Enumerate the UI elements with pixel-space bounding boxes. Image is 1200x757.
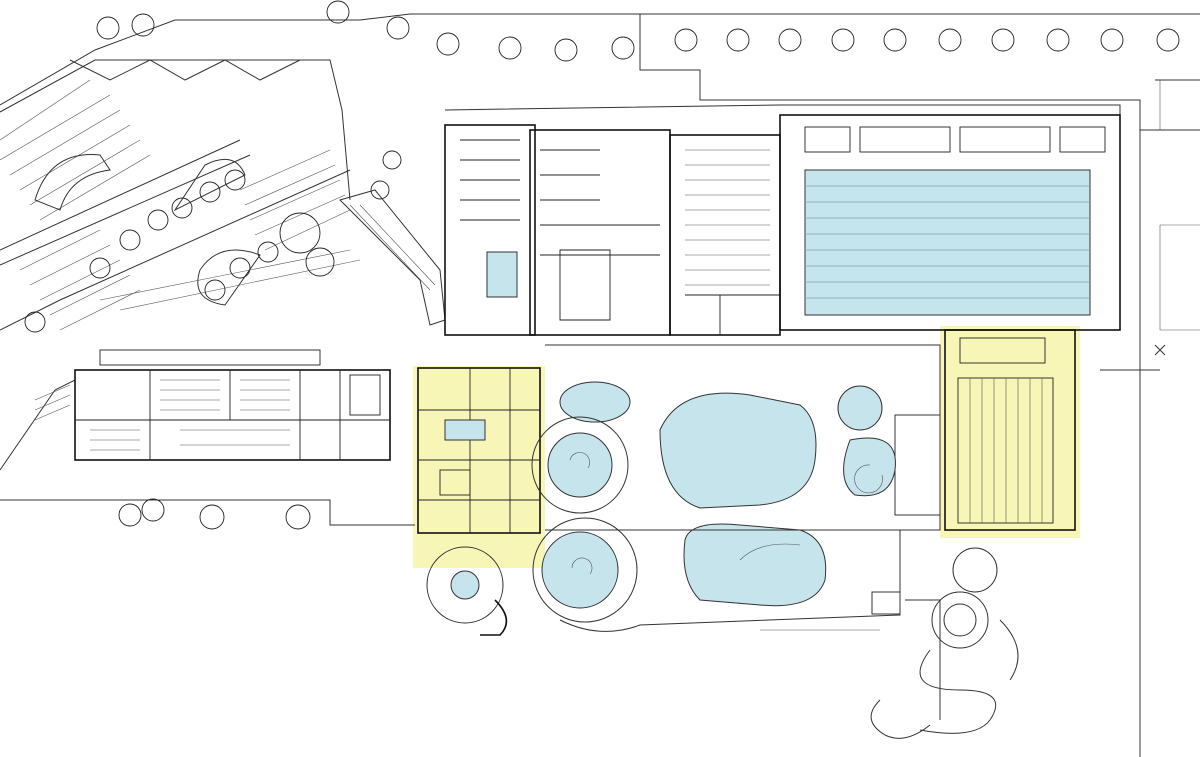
west-wing (34, 349, 391, 461)
water-slides (870, 547, 1019, 739)
parking-lot (0, 59, 361, 331)
entrance-ramp (339, 189, 446, 326)
highlight-zones (413, 326, 1080, 568)
site-boundary (0, 13, 1200, 757)
competition-pool (804, 169, 1091, 316)
landscape-trees (24, 0, 1180, 530)
competition-pool-hall (779, 114, 1121, 331)
north-central-wing (444, 104, 1121, 336)
leisure-pools (426, 344, 941, 636)
east-pool-hall (894, 329, 1076, 531)
central-wing (417, 367, 541, 534)
east-pool-hall-highlight (940, 326, 1080, 538)
site-markers (1154, 344, 1166, 356)
central-wing-highlight (413, 366, 545, 568)
